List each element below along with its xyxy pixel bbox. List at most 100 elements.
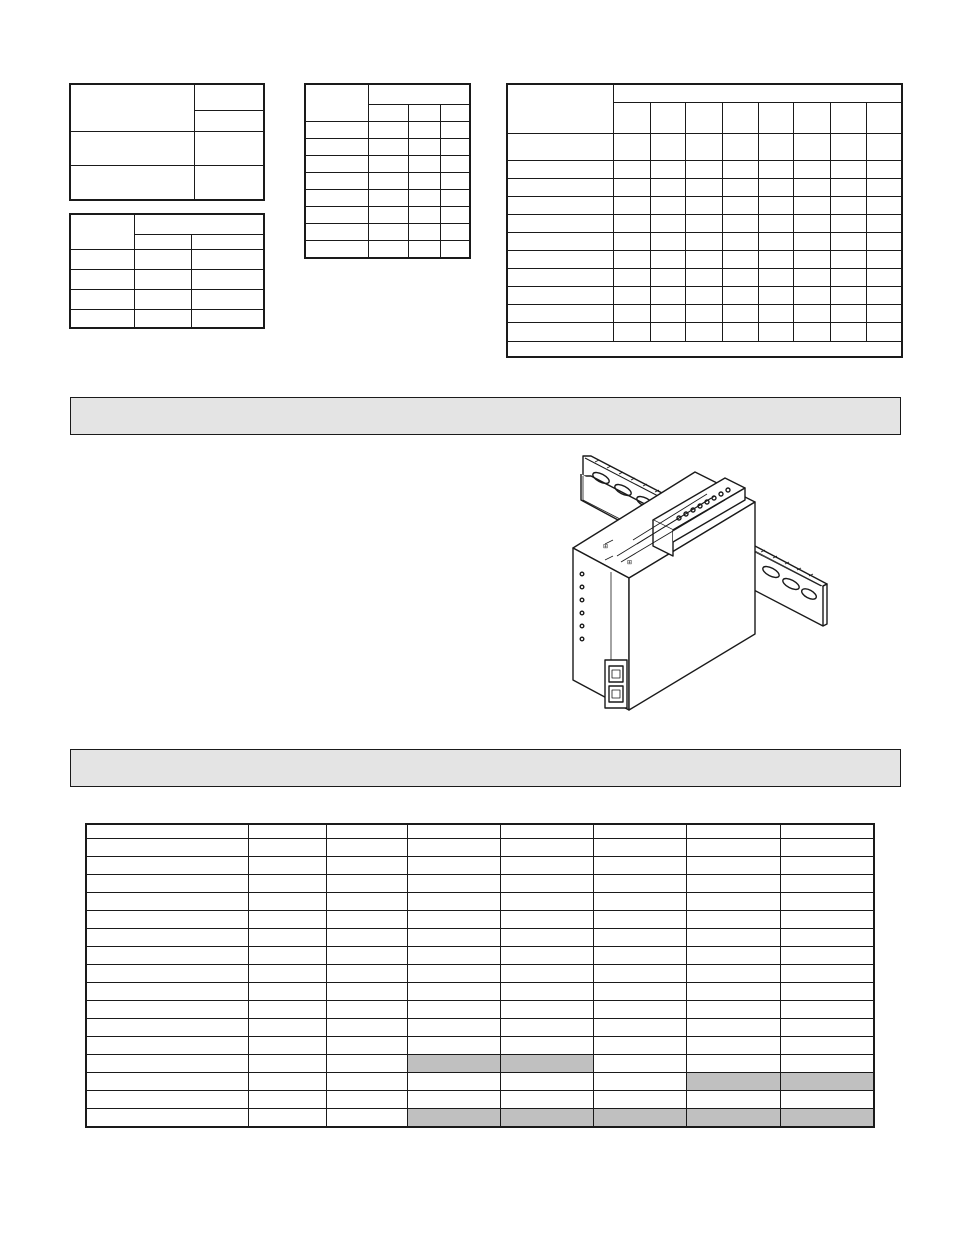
table-cell <box>304 154 369 173</box>
table-cell <box>684 321 723 342</box>
table-cell <box>779 1017 875 1038</box>
table-cell <box>407 137 441 156</box>
table-cell <box>406 823 501 839</box>
table-cell <box>325 873 408 893</box>
table-cell <box>685 999 781 1020</box>
table-cell <box>757 267 794 287</box>
table-cell-shaded <box>779 1108 875 1128</box>
table-row <box>506 321 903 342</box>
table-row <box>506 177 903 197</box>
table-cell <box>865 267 903 287</box>
table-cell <box>757 285 794 305</box>
table-cell <box>247 1017 327 1038</box>
table-row <box>506 285 903 305</box>
table-cell <box>506 303 614 323</box>
table-cell <box>133 248 192 270</box>
table-cell <box>406 1072 501 1092</box>
table-cell <box>499 963 594 983</box>
section-header-bar <box>70 749 901 787</box>
table-cell <box>367 120 409 139</box>
table-cell <box>85 855 249 875</box>
svg-text:⊞: ⊞ <box>603 544 608 550</box>
table-cell <box>407 188 441 207</box>
table-cell <box>829 285 867 305</box>
table-cell <box>829 321 867 342</box>
table-cell <box>325 1017 408 1038</box>
table-cell <box>407 171 441 190</box>
table-cell <box>829 101 867 134</box>
table-cell <box>757 231 794 251</box>
table-cell <box>406 1036 501 1056</box>
table-cell <box>721 177 759 197</box>
table-cell-shaded <box>406 1108 501 1128</box>
table-row <box>69 288 265 310</box>
table-cell <box>779 963 875 983</box>
table-cell <box>367 171 409 190</box>
table-cell <box>85 909 249 929</box>
table-cell <box>721 249 759 269</box>
table-row <box>85 1108 875 1128</box>
table-cell <box>325 981 408 1001</box>
table-cell <box>757 159 794 179</box>
table-cell <box>865 213 903 233</box>
table-cell <box>779 855 875 875</box>
table-cell <box>592 855 687 875</box>
table-cell <box>190 288 265 310</box>
table-row <box>506 132 903 161</box>
table-cell <box>506 267 614 287</box>
table-row <box>85 999 875 1020</box>
table-cell <box>506 177 614 197</box>
table-cell <box>721 213 759 233</box>
table-cell <box>592 1072 687 1092</box>
table-row <box>85 1090 875 1110</box>
table-cell <box>779 891 875 911</box>
table-cell <box>685 891 781 911</box>
table-row <box>70 233 265 250</box>
table-cell <box>247 1108 327 1128</box>
table-cell <box>592 1036 687 1056</box>
table-cell <box>779 1090 875 1110</box>
table-cell <box>247 999 327 1020</box>
table-cell <box>439 103 471 122</box>
table-cell <box>649 132 686 161</box>
table-cell <box>406 909 501 929</box>
table-cell <box>406 891 501 911</box>
table-cell <box>592 909 687 929</box>
table-cell <box>499 855 594 875</box>
table-cell <box>792 195 831 215</box>
table-cell <box>406 1090 501 1110</box>
table-footer-cell <box>506 340 903 358</box>
table-bottom <box>85 823 875 1128</box>
table-cell <box>792 132 831 161</box>
table-cell <box>684 101 723 134</box>
table-cell <box>367 222 409 241</box>
table-cell <box>247 891 327 911</box>
table-cell <box>757 213 794 233</box>
table-cell <box>247 1054 327 1074</box>
table-row <box>506 83 903 134</box>
table-cell <box>439 137 471 156</box>
table-cell <box>757 303 794 323</box>
table-cell <box>649 249 686 269</box>
table-cell <box>85 1108 249 1128</box>
table-cell <box>325 837 408 857</box>
table-cell <box>367 205 409 224</box>
table-cell <box>792 177 831 197</box>
table-cell <box>69 213 135 250</box>
table-cell <box>649 321 686 342</box>
table-cell <box>247 1090 327 1110</box>
table-cell <box>247 945 327 965</box>
table-cell <box>592 837 687 857</box>
table-cell <box>247 981 327 1001</box>
table-cell <box>439 154 471 173</box>
table-cell <box>85 873 249 893</box>
table-row <box>69 268 265 290</box>
table-row <box>304 137 471 156</box>
table-cell <box>757 195 794 215</box>
table-cell <box>685 1036 781 1056</box>
table-cell <box>649 101 686 134</box>
table-cell <box>499 927 594 947</box>
table-cell <box>193 109 265 132</box>
table-cell <box>193 130 265 166</box>
